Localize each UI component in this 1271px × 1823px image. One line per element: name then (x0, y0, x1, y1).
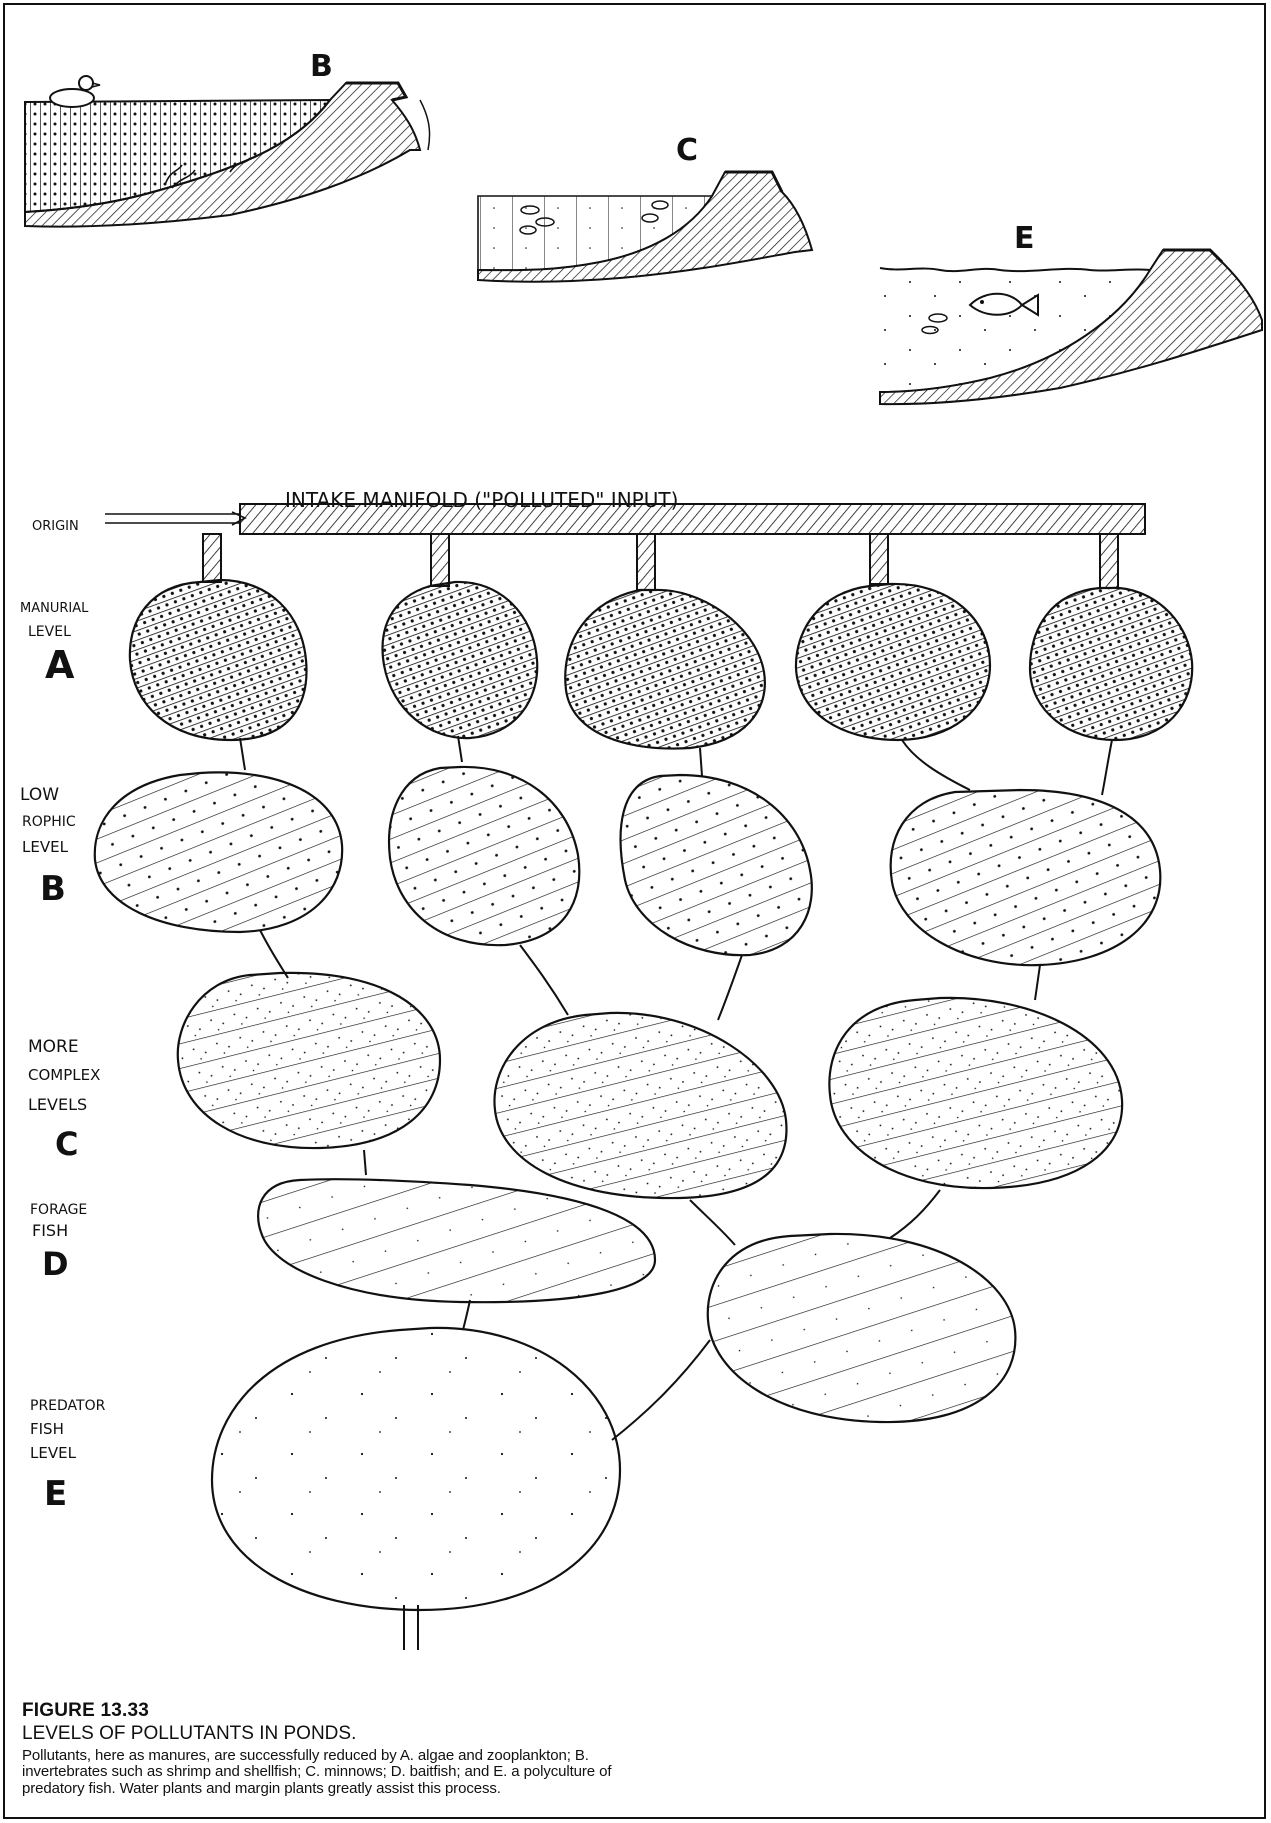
pond-c-label: C (676, 133, 698, 168)
pond-level-a (565, 590, 765, 749)
level-a-ponds (130, 580, 1192, 749)
manifold-pipe (240, 504, 1145, 534)
svg-text:MANURIAL: MANURIAL (20, 601, 89, 616)
level-e-ponds (212, 1328, 620, 1610)
pond-section-c: C (478, 133, 812, 282)
feeder-pipe (870, 534, 888, 584)
svg-text:LEVEL: LEVEL (22, 838, 69, 856)
figure-description: Pollutants, here as manures, are success… (22, 1748, 622, 1798)
feeder-pipe (637, 534, 655, 590)
svg-text:LEVELS: LEVELS (28, 1095, 87, 1114)
pond-level-a (130, 580, 307, 740)
feeder-pipe (431, 534, 449, 586)
pond-level-a (796, 584, 990, 740)
duck-icon (50, 76, 100, 107)
pond-level-c (494, 1013, 786, 1198)
svg-text:COMPLEX: COMPLEX (28, 1066, 100, 1084)
svg-text:FORAGE: FORAGE (30, 1202, 87, 1218)
pond-level-d (258, 1179, 655, 1302)
svg-text:FISH: FISH (30, 1420, 64, 1438)
figure-title: LEVELS OF POLLUTANTS IN PONDS. (22, 1723, 622, 1744)
level-labels: MANURIAL LEVEL A LOW ROPHIC LEVEL B MORE… (20, 601, 106, 1514)
pond-b-label: B (310, 49, 333, 84)
pond-level-b (95, 772, 342, 932)
level-b-letter: B (40, 869, 66, 909)
level-a-label: MANURIAL LEVEL A (20, 601, 89, 687)
level-d-letter: D (42, 1245, 69, 1283)
level-e-label: PREDATOR FISH LEVEL E (30, 1398, 106, 1514)
svg-text:FISH: FISH (32, 1221, 68, 1240)
pond-level-a (383, 582, 538, 738)
pond-level-b (621, 775, 812, 955)
pond-section-e: E (880, 221, 1262, 404)
origin-label: ORIGIN (32, 519, 79, 534)
pond-level-b (891, 790, 1161, 965)
svg-text:MORE: MORE (28, 1037, 79, 1057)
feeder-pipe (203, 534, 221, 582)
figure-number: FIGURE 13.33 (22, 1700, 622, 1721)
level-c-label: MORE COMPLEX LEVELS C (28, 1037, 100, 1163)
intake-manifold: INTAKE MANIFOLD ("POLLUTED" INPUT) ORIGI… (32, 488, 1145, 590)
svg-text:LEVEL: LEVEL (28, 624, 71, 640)
pond-section-b: B (25, 49, 430, 227)
level-b-label: LOW ROPHIC LEVEL B (20, 785, 76, 909)
pond-level-c (829, 998, 1122, 1188)
svg-text:PREDATOR: PREDATOR (30, 1398, 106, 1414)
pond-level-c (178, 973, 440, 1148)
figure-caption: FIGURE 13.33 LEVELS OF POLLUTANTS IN PON… (22, 1700, 622, 1798)
level-d-label: FORAGE FISH D (30, 1202, 87, 1283)
svg-text:LOW: LOW (20, 785, 59, 805)
pond-e-label: E (1014, 221, 1035, 256)
pond-level-a (1030, 588, 1192, 740)
pond-level-b (389, 767, 579, 945)
svg-text:ROPHIC: ROPHIC (22, 814, 76, 830)
svg-text:LEVEL: LEVEL (30, 1444, 77, 1462)
level-c-letter: C (55, 1125, 78, 1163)
level-a-letter: A (45, 643, 75, 687)
level-e-letter: E (44, 1474, 67, 1514)
pond-level-e (212, 1328, 620, 1610)
feeder-pipe (1100, 534, 1118, 588)
pond-level-d (708, 1234, 1016, 1422)
level-c-ponds (178, 973, 1122, 1198)
level-b-ponds (95, 767, 1161, 965)
